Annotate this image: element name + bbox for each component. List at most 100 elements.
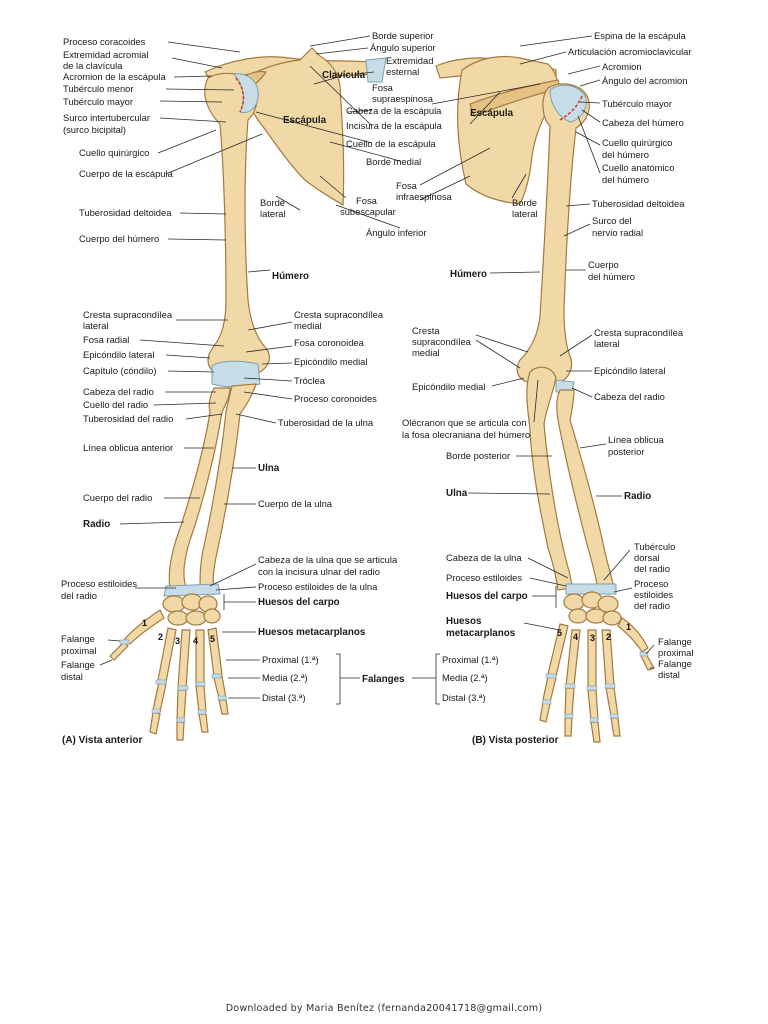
- label-troclea: Tróclea: [294, 375, 326, 386]
- posterior-articular-line: [559, 95, 583, 121]
- digit-number-a1: 1: [142, 618, 147, 628]
- label-falange-proximal-p-2: proximal: [658, 647, 693, 658]
- label-falanges: Falanges: [362, 674, 405, 685]
- label-borde-posterior: Borde posterior: [446, 450, 510, 461]
- label-borde-medial: Borde medial: [366, 156, 421, 167]
- label-cabeza-ulna-2: con la incisura ulnar del radio: [258, 566, 380, 577]
- label-olecranon-1: Olécranon que se articula con: [402, 417, 527, 428]
- label-fosa-coronoidea: Fosa coronoidea: [294, 337, 365, 348]
- label-extremidad-esternal-2: esternal: [386, 66, 419, 77]
- digit-number-p3: 3: [590, 633, 595, 643]
- label-estiloides-radio-p-1: Proceso: [634, 578, 668, 589]
- label-extremidad-esternal-1: Extremidad: [386, 55, 433, 66]
- label-clavicula: Clavícula: [322, 70, 366, 81]
- label-cabeza-humero: Cabeza del húmero: [602, 117, 684, 128]
- label-cuerpo-radio: Cuerpo del radio: [83, 492, 152, 503]
- label-proximal-p: Proximal (1.ª): [442, 654, 499, 665]
- label-falange-distal-2: distal: [61, 671, 83, 682]
- label-espina: Espina de la escápula: [594, 30, 687, 41]
- posterior-scapula: [457, 55, 560, 205]
- label-linea-oblicua-p-1: Línea oblicua: [608, 434, 665, 445]
- label-humero-p: Húmero: [450, 269, 487, 280]
- label-surco-2: (surco bicipital): [63, 124, 126, 135]
- label-fosa-supraespinosa-2: supraespinosa: [372, 93, 434, 104]
- label-epicondilo-medial: Epicóndilo medial: [294, 356, 367, 367]
- label-borde-lateral-2: lateral: [260, 208, 286, 219]
- carpal-bones: [162, 593, 221, 626]
- label-cabeza-escapula: Cabeza de la escápula: [346, 105, 442, 116]
- digit-number-p2: 2: [606, 632, 611, 642]
- label-surco-radial-2: nervio radial: [592, 227, 643, 238]
- label-cresta-medial-p-3: medial: [412, 347, 440, 358]
- label-proximal: Proximal (1.ª): [262, 654, 319, 665]
- label-epicondilo-lateral: Epicóndilo lateral: [83, 349, 154, 360]
- label-fosa-subescapular-1: Fosa: [356, 195, 378, 206]
- label-cabeza-radio: Cabeza del radio: [83, 386, 154, 397]
- digit-number-a3: 3: [175, 636, 180, 646]
- label-angulo-superior: Ángulo superior: [370, 42, 436, 53]
- label-falange-distal-1: Falange: [61, 659, 95, 670]
- label-fosa-radial: Fosa radial: [83, 334, 129, 345]
- label-ulna-p: Ulna: [446, 488, 468, 499]
- label-cuello-anatomico-1: Cuello anatómico: [602, 162, 674, 173]
- label-media: Media (2.ª): [262, 672, 308, 683]
- ulna: [199, 383, 257, 591]
- digit-number-a4: 4: [193, 636, 198, 646]
- label-cuello-quirurgico: Cuello quirúrgico: [79, 147, 149, 158]
- label-cresta-medial-p-1: Cresta: [412, 325, 440, 336]
- label-estiloides-radio-p-2: estiloides: [634, 589, 673, 600]
- label-borde-lateral-p-2: lateral: [512, 208, 538, 219]
- anterior-skeleton: [109, 47, 387, 741]
- posterior-labels: Espina de la escápula Articulación acrom…: [402, 30, 693, 703]
- articular-line: [235, 77, 245, 113]
- posterior-humerus: [516, 83, 590, 383]
- label-tuberculo-dorsal-3: del radio: [634, 563, 670, 574]
- label-fosa-subescapular-2: subescapular: [340, 206, 396, 217]
- digit-number-p5: 5: [557, 628, 562, 638]
- label-surco-1: Surco intertubercular: [63, 112, 150, 123]
- label-fosa-infraespinosa-1: Fosa: [396, 180, 418, 191]
- label-cuerpo-humero: Cuerpo del húmero: [79, 233, 159, 244]
- label-distal: Distal (3.ª): [262, 692, 306, 703]
- label-acromion-p: Acromion: [602, 61, 642, 72]
- humerus: [204, 72, 270, 373]
- label-cuerpo-humero-p-2: del húmero: [588, 271, 635, 282]
- label-carpo-p: Huesos del carpo: [446, 591, 528, 602]
- scapula: [239, 47, 345, 207]
- label-borde-superior: Borde superior: [372, 30, 434, 41]
- label-extremidad-acromial-2: de la clavícula: [63, 60, 123, 71]
- label-cresta-medial-2: medial: [294, 320, 322, 331]
- label-proceso-coronoides: Proceso coronoides: [294, 393, 377, 404]
- digit-number-p1: 1: [626, 622, 631, 632]
- label-borde-lateral-1: Borde: [260, 197, 285, 208]
- label-olecranon-2: la fosa olecraniana del húmero: [402, 429, 530, 440]
- posterior-humeral-head: [549, 84, 587, 123]
- label-falange-proximal-2: proximal: [61, 645, 96, 656]
- label-cresta-medial-p-2: supracondílea: [412, 336, 472, 347]
- label-incisura: Incisura de la escápula: [346, 120, 443, 131]
- label-metacarpianos-p-2: metacarplanos: [446, 628, 516, 639]
- digit-number-p4: 4: [573, 632, 578, 642]
- label-tuberosidad-ulna: Tuberosidad de la ulna: [278, 417, 374, 428]
- label-humero: Húmero: [272, 271, 309, 282]
- label-epicondilo-lateral-p: Epicóndilo lateral: [594, 365, 665, 376]
- label-estiloides-radio-p-3: del radio: [634, 600, 670, 611]
- wrist-cartilage: [163, 583, 221, 597]
- label-estiloides-ulna: Proceso estiloides de la ulna: [258, 581, 378, 592]
- digit-number-a2: 2: [158, 632, 163, 642]
- label-extremidad-acromial-1: Extremidad acromial: [63, 49, 148, 60]
- caption-posterior: (B) Vista posterior: [472, 735, 559, 746]
- label-radio-p: Radio: [624, 491, 651, 502]
- label-escapula: Escápula: [283, 115, 327, 126]
- label-tuberculo-dorsal-1: Tubérculo: [634, 541, 675, 552]
- posterior-skeleton: [435, 55, 655, 743]
- label-radio: Radio: [83, 519, 110, 530]
- label-carpo: Huesos del carpo: [258, 597, 340, 608]
- label-estiloides-p: Proceso estiloides: [446, 572, 522, 583]
- posterior-carpal-bones: [563, 591, 622, 626]
- label-fosa-supraespinosa-1: Fosa: [372, 82, 394, 93]
- label-estiloides-radio-2: del radio: [61, 590, 97, 601]
- label-metacarpianos-p-1: Huesos: [446, 616, 482, 627]
- digit-number-a5: 5: [210, 634, 215, 644]
- sternal-end-cartilage: [365, 57, 387, 83]
